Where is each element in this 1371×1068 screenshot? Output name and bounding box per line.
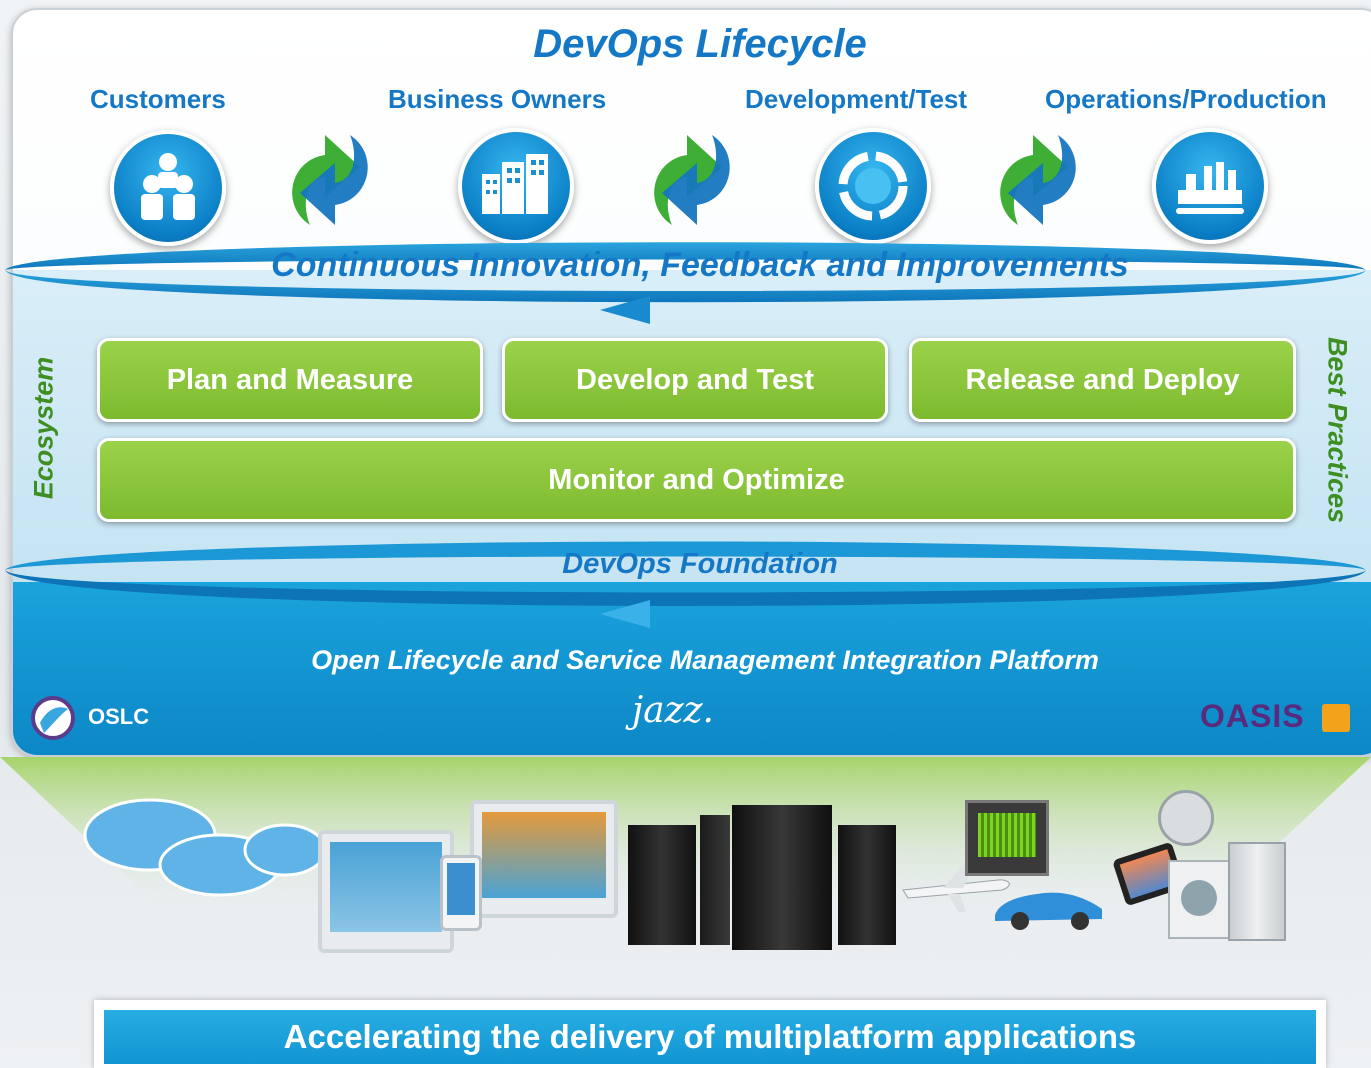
plan-and-measure-box: Plan and Measure — [97, 338, 483, 422]
role-business-owners: Business Owners — [388, 84, 607, 114]
best-practices-label: Best Practices — [1322, 336, 1353, 524]
role-customers: Customers — [90, 84, 226, 114]
oasis-mark-icon — [1322, 704, 1350, 732]
oasis-logo: OASIS — [1200, 698, 1305, 734]
ecosystem-label: Ecosystem — [28, 356, 59, 500]
people-group-icon — [110, 130, 226, 246]
tablet-icon — [318, 830, 454, 953]
appliance-icon — [1228, 842, 1286, 941]
oslc-logo-icon — [30, 695, 76, 746]
server-rack-icon — [732, 805, 832, 950]
monitor-and-optimize-box: Monitor and Optimize — [97, 438, 1296, 522]
cycle-arrows-icon — [654, 135, 730, 225]
factory-icon — [1152, 128, 1268, 244]
banner: Accelerating the delivery of multiplatfo… — [94, 1000, 1326, 1068]
platform-band — [13, 582, 1371, 755]
role-operations-production: Operations/Production — [1045, 84, 1327, 114]
feedback-ring — [5, 242, 1366, 324]
cycle-arrows-icon — [1000, 135, 1076, 225]
office-buildings-icon — [458, 128, 574, 244]
cycle-arrows-icon — [292, 135, 368, 225]
meter-icon — [1158, 790, 1214, 846]
foundation-ring — [5, 541, 1366, 628]
server-rack-icon — [838, 825, 896, 945]
devops-foundation-label: DevOps Foundation — [562, 548, 838, 580]
monitor-icon — [470, 800, 618, 918]
airplane-icon — [902, 860, 1010, 912]
server-rack-icon — [700, 815, 730, 945]
release-and-deploy-box: Release and Deploy — [909, 338, 1296, 422]
washer-icon — [1168, 860, 1230, 939]
chip-icon — [965, 800, 1049, 876]
cloud-icon — [83, 798, 327, 897]
server-rack-icon — [628, 825, 696, 945]
role-development-test: Development/Test — [745, 84, 968, 114]
dev-cycle-icon — [815, 128, 931, 244]
smartphone-icon — [440, 855, 482, 931]
integration-platform-label: Open Lifecycle and Service Management In… — [311, 645, 1099, 675]
diagram-title: DevOps Lifecycle — [533, 22, 867, 66]
jazz-logo: jazz. — [632, 690, 715, 731]
develop-and-test-box: Develop and Test — [502, 338, 888, 422]
oslc-logo-text: OSLC — [88, 704, 150, 729]
feedback-ring-label: Continuous Innovation, Feedback and Impr… — [271, 246, 1129, 284]
car-icon — [995, 892, 1102, 930]
banner-text: Accelerating the delivery of multiplatfo… — [104, 1010, 1316, 1064]
